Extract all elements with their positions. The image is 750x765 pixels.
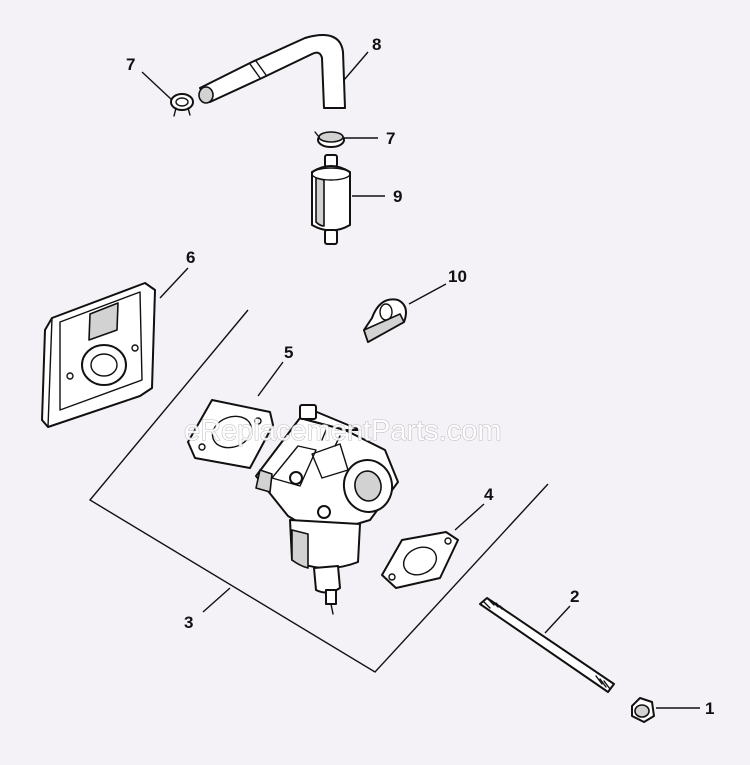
callout-10: 10 — [448, 267, 467, 286]
callout-7-lower: 7 — [386, 129, 395, 148]
part-hose-clamp-upper[interactable] — [170, 93, 194, 117]
part-stud[interactable] — [479, 597, 615, 693]
callout-6: 6 — [186, 248, 195, 267]
part-fuel-filter[interactable] — [311, 154, 351, 245]
callout-8: 8 — [372, 35, 381, 54]
callout-1: 1 — [705, 699, 714, 718]
part-baffle-plate[interactable] — [41, 282, 156, 428]
leader-lines — [141, 51, 700, 709]
part-clip-bracket[interactable] — [363, 298, 407, 343]
part-fuel-hose[interactable] — [198, 34, 346, 109]
callout-3: 3 — [184, 613, 193, 632]
watermark: eReplacementParts.com — [184, 415, 502, 447]
callout-4: 4 — [484, 485, 494, 504]
part-carburetor[interactable] — [255, 404, 399, 615]
part-hose-clamp-lower[interactable] — [314, 131, 345, 148]
callout-2: 2 — [570, 587, 579, 606]
part-gasket-upper[interactable] — [187, 399, 274, 469]
kit-outline — [88, 309, 549, 673]
part-nut[interactable] — [631, 697, 655, 723]
part-gasket-lower[interactable] — [381, 531, 459, 589]
callout-5: 5 — [284, 343, 293, 362]
callout-9: 9 — [393, 187, 402, 206]
callout-7-upper: 7 — [126, 55, 135, 74]
